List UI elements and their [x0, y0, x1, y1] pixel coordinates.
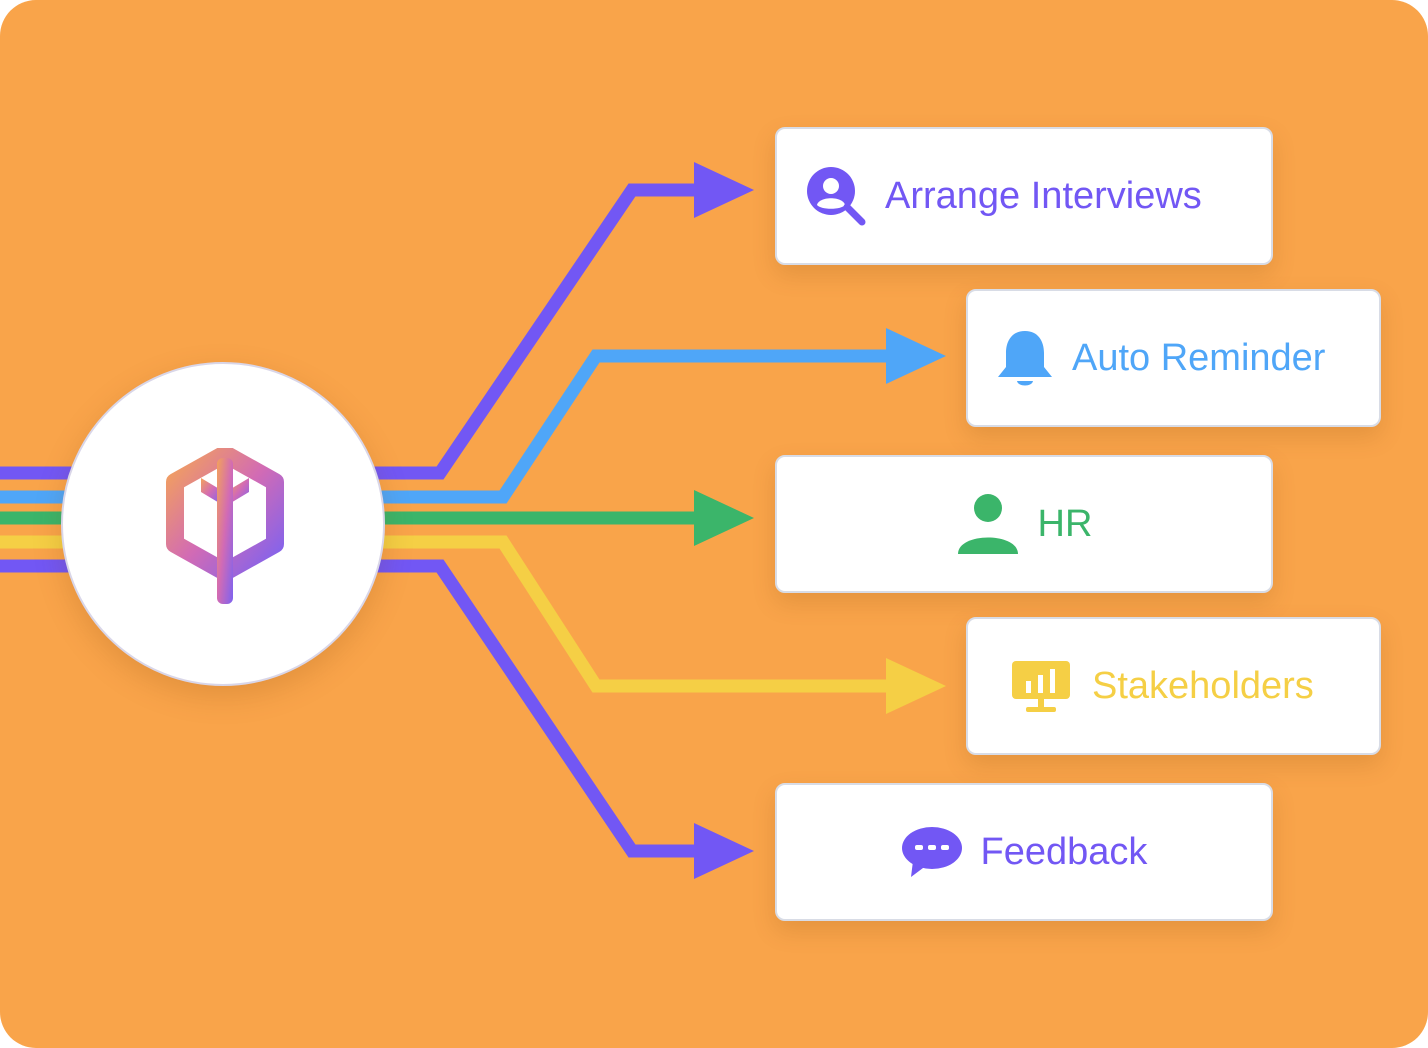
- feedback-card[interactable]: Feedback: [775, 783, 1273, 921]
- card-label: Arrange Interviews: [885, 174, 1202, 217]
- hub-circle: [61, 362, 385, 686]
- bell-icon: [994, 327, 1056, 389]
- cube-tree-logo-icon: [166, 448, 284, 604]
- person-icon: [956, 492, 1020, 556]
- auto-reminder-card[interactable]: Auto Reminder: [966, 289, 1381, 427]
- arrowhead-icon: [694, 490, 754, 546]
- hr-card[interactable]: HR: [775, 455, 1273, 593]
- user-search-icon: [805, 165, 867, 227]
- arrowhead-icon: [694, 823, 754, 879]
- stakeholders-card[interactable]: Stakeholders: [966, 617, 1381, 755]
- arrowhead-icon: [886, 658, 946, 714]
- arrowhead-icon: [886, 328, 946, 384]
- arrowhead-icon: [694, 162, 754, 218]
- card-label: Stakeholders: [1092, 664, 1314, 707]
- card-label: HR: [1037, 502, 1093, 545]
- presentation-chart-icon: [1010, 659, 1072, 713]
- chat-bubble-icon: [901, 825, 963, 879]
- arrange-interviews-card[interactable]: Arrange Interviews: [775, 127, 1273, 265]
- card-label: Feedback: [980, 830, 1148, 873]
- card-label: Auto Reminder: [1072, 336, 1326, 379]
